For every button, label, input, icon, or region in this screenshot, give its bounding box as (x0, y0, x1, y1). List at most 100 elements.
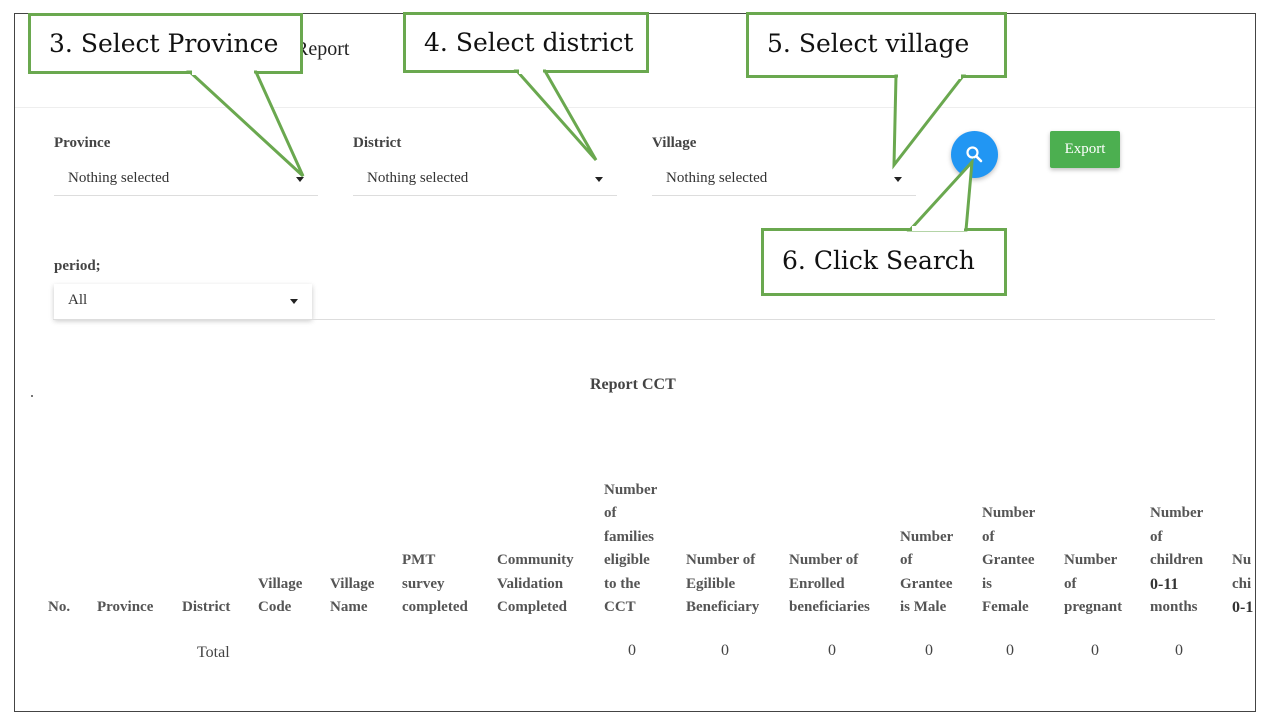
callout-text: Select village (798, 29, 970, 58)
page-title: Report (295, 38, 350, 60)
column-header-line: Province (97, 599, 154, 615)
province-select-value: Nothing selected (68, 170, 170, 186)
total-cell: 0 (628, 642, 636, 659)
province-select[interactable]: Nothing selected (54, 162, 318, 196)
district-select-value: Nothing selected (367, 170, 469, 186)
column-header-line: Validation (497, 575, 564, 592)
column-header-line: 0-1 (1232, 599, 1254, 616)
total-label: Total (197, 644, 230, 661)
column-header-line: Number (1150, 505, 1204, 521)
callout-number: 3. (49, 29, 73, 58)
column-header-line: Number of (789, 552, 859, 568)
callout-select-village: 5. Select village (746, 12, 1007, 78)
column-header-line: months (1150, 599, 1198, 615)
column-header-line: Beneficiary (686, 599, 760, 615)
chevron-down-icon (894, 177, 902, 182)
column-header-line: is (982, 575, 993, 592)
column-header-pregnant: Number of pregnant (1064, 549, 1122, 620)
column-header-line: Number (982, 505, 1036, 521)
column-header-district: District (182, 596, 230, 620)
search-icon (966, 146, 983, 163)
column-header-line: Code (258, 599, 292, 615)
callout-text: Click Search (813, 246, 975, 275)
column-header-children-cut: Nu chi 0-1 (1232, 549, 1253, 620)
district-label: District (353, 135, 402, 151)
export-button[interactable]: Export (1050, 131, 1120, 168)
column-header-line: PMT (402, 552, 436, 568)
column-header-line: of (900, 552, 913, 568)
column-header-line: Enrolled (789, 575, 845, 592)
column-header-line: completed (402, 599, 468, 615)
column-header-line: Grantee (900, 575, 953, 592)
column-header-line: eligible (604, 552, 650, 568)
column-header-line: CCT (604, 599, 636, 615)
total-cell: 0 (721, 642, 729, 659)
period-label: period; (54, 258, 101, 274)
column-header-line: Village (330, 575, 375, 592)
column-header-line: beneficiaries (789, 599, 870, 615)
column-header-enrolled: Number of Enrolled beneficiaries (789, 549, 870, 620)
province-label: Province (54, 135, 111, 151)
callout-number: 5. (767, 29, 791, 58)
total-cell: 0 (1175, 642, 1183, 659)
column-header-line: survey (402, 575, 445, 592)
period-select-value: All (68, 292, 88, 308)
column-header-line: Village (258, 575, 303, 592)
header-divider (15, 107, 1255, 108)
total-cell: 0 (1006, 642, 1014, 659)
column-header-line: Name (330, 599, 368, 615)
column-header-line: Number of (686, 552, 756, 568)
column-header-line: District (182, 599, 231, 615)
column-header-line: of (604, 505, 617, 521)
column-header-no: No. (48, 596, 70, 620)
column-header-line: Number (900, 528, 954, 545)
callout-select-district: 4. Select district (403, 12, 649, 73)
village-label: Village (652, 135, 697, 151)
callout-number: 4. (424, 28, 448, 57)
column-header-line: of (982, 528, 995, 545)
column-header-line: children (1150, 552, 1204, 568)
period-select[interactable]: All (54, 284, 312, 319)
column-header-line: is Male (900, 599, 947, 615)
callout-click-search: 6. Click Search (761, 228, 1007, 296)
column-header-line: Number (604, 481, 658, 498)
filters-divider (53, 319, 1215, 320)
total-cell: 0 (828, 642, 836, 659)
district-select[interactable]: Nothing selected (353, 162, 617, 196)
column-header-province: Province (97, 596, 153, 620)
app-frame: Report Province Nothing selected Distric… (14, 13, 1256, 712)
chevron-down-icon (296, 177, 304, 182)
total-cell: 0 (925, 642, 933, 659)
search-button[interactable] (951, 131, 998, 178)
column-header-line: chi (1232, 575, 1252, 592)
callout-select-province: 3. Select Province (28, 13, 303, 74)
column-header-pmt: PMT survey completed (402, 549, 468, 620)
stray-dot (31, 395, 33, 397)
report-title: Report CCT (590, 376, 676, 393)
column-header-line: Completed (497, 599, 567, 615)
column-header-line: Nu (1232, 552, 1252, 568)
column-header-line: families (604, 528, 654, 545)
callout-text: Select Province (80, 29, 279, 58)
column-header-line: of (1150, 528, 1163, 545)
callout-text: Select district (455, 28, 634, 57)
chevron-down-icon (290, 299, 298, 304)
column-header-line: Number (1064, 552, 1118, 568)
total-cell: 0 (1091, 642, 1099, 659)
column-header-line: of (1064, 575, 1077, 592)
village-select[interactable]: Nothing selected (652, 162, 916, 196)
column-header-line: Female (982, 599, 1029, 615)
column-header-line: No. (48, 599, 71, 615)
chevron-down-icon (595, 177, 603, 182)
village-select-value: Nothing selected (666, 170, 768, 186)
column-header-line: Egilible (686, 575, 736, 592)
column-header-line: pregnant (1064, 599, 1123, 615)
column-header-line: to the (604, 575, 641, 592)
